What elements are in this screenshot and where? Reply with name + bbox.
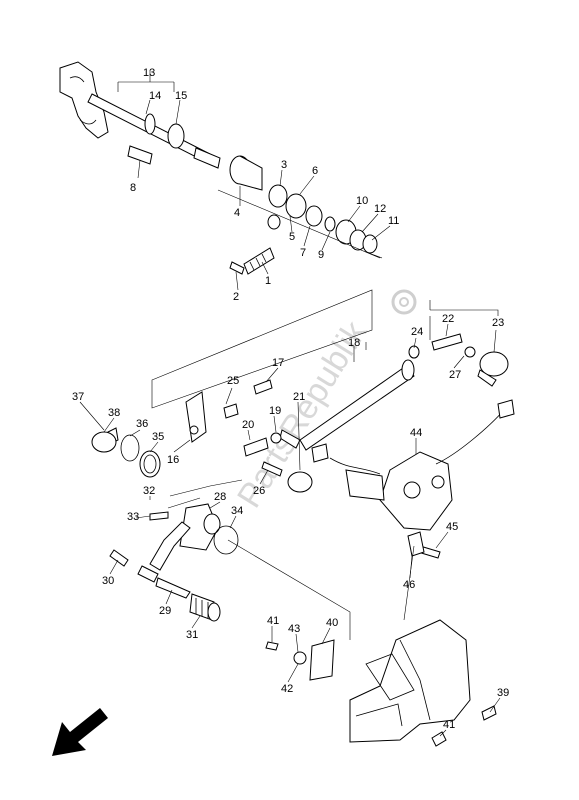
callout-9: 9 — [318, 249, 324, 261]
callout-23: 23 — [492, 317, 504, 329]
callout-21: 21 — [293, 391, 305, 403]
callout-15: 15 — [175, 90, 187, 102]
callout-37: 37 — [72, 391, 84, 403]
pedal-assembly — [91, 427, 239, 622]
callout-32: 32 — [143, 485, 155, 497]
callout-22: 22 — [442, 313, 454, 325]
callout-7: 7 — [300, 247, 306, 259]
callout-36: 36 — [136, 418, 148, 430]
callout-11: 11 — [388, 215, 399, 227]
callout-41-upper: 41 — [267, 615, 279, 627]
callout-44: 44 — [410, 427, 422, 439]
callout-30: 30 — [102, 575, 114, 587]
callout-5: 5 — [289, 231, 295, 243]
callout-18: 18 — [348, 337, 360, 349]
callout-29: 29 — [159, 605, 171, 617]
callout-labels: 13 14 15 8 3 6 4 5 7 9 10 12 11 1 2 18 1… — [72, 67, 509, 731]
callout-45: 45 — [446, 521, 458, 533]
callout-27: 27 — [449, 369, 461, 381]
callout-43: 43 — [288, 623, 300, 635]
gear-icon — [391, 289, 417, 315]
callout-3: 3 — [281, 159, 287, 171]
callout-41-lower: 41 — [443, 719, 455, 731]
callout-10: 10 — [356, 195, 368, 207]
callout-35: 35 — [152, 431, 164, 443]
callout-13: 13 — [143, 67, 155, 79]
callout-33: 33 — [127, 511, 139, 523]
callout-17: 17 — [272, 357, 284, 369]
shift-rod-assembly — [185, 333, 515, 559]
callout-12: 12 — [374, 203, 386, 215]
dashed-frame — [151, 289, 373, 409]
callout-1: 1 — [265, 275, 271, 287]
callout-24: 24 — [411, 326, 423, 338]
callout-42: 42 — [281, 683, 293, 695]
shift-shaft-assembly — [59, 61, 378, 275]
callout-4: 4 — [234, 207, 240, 219]
callout-19: 19 — [269, 405, 281, 417]
callout-39: 39 — [497, 687, 509, 699]
callout-28: 28 — [214, 491, 226, 503]
callout-6: 6 — [312, 165, 318, 177]
callout-16: 16 — [167, 454, 179, 466]
callout-2: 2 — [233, 291, 239, 303]
callout-46: 46 — [403, 579, 415, 591]
callout-40: 40 — [326, 617, 338, 629]
front-direction-arrow-icon — [52, 708, 108, 756]
callout-31: 31 — [186, 629, 198, 641]
callout-leaders — [79, 99, 501, 737]
callout-38: 38 — [108, 407, 120, 419]
callout-25: 25 — [227, 375, 239, 387]
frame-section — [265, 619, 497, 747]
callout-14: 14 — [149, 90, 161, 102]
callout-26: 26 — [253, 485, 265, 497]
callout-20: 20 — [242, 419, 254, 431]
callout-8: 8 — [130, 182, 136, 194]
callout-34: 34 — [231, 505, 243, 517]
